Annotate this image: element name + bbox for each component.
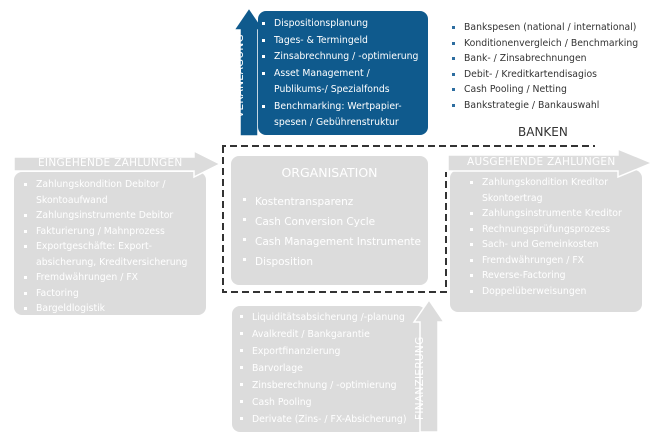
list-item: Dispositionsplanung bbox=[260, 16, 424, 33]
list-item: Derivate (Zins- / FX-Absicherung) bbox=[238, 411, 422, 428]
list-item: Doppelüberweisungen bbox=[468, 284, 638, 300]
ausgehende-box: Zahlungskondition Kreditor Skontoertrag … bbox=[450, 170, 642, 312]
list-item: Exportfinanzierung bbox=[238, 343, 422, 360]
finanzierung-list: Liquiditätsabsicherung /-planung Avalkre… bbox=[232, 306, 426, 428]
list-item: Reverse-Factoring bbox=[468, 268, 638, 284]
eingehende-label: EINGEHENDE ZAHLUNGEN bbox=[38, 157, 183, 169]
list-item: Zinsberechnung / -optimierung bbox=[238, 377, 422, 394]
list-item: Fremdwährungen / FX bbox=[468, 253, 638, 269]
right-arrow-eingehende bbox=[13, 150, 222, 179]
list-item: Fremdwährungen / FX bbox=[22, 270, 202, 286]
list-item: Barvorlage bbox=[238, 360, 422, 377]
list-item: Kostentransparenz bbox=[241, 192, 428, 212]
ausgehende-list: Zahlungskondition Kreditor Skontoertrag … bbox=[450, 170, 642, 299]
list-item: Benchmarking: Wertpapier-spesen / Gebühr… bbox=[260, 99, 424, 132]
list-item: Cash Pooling / Netting bbox=[450, 82, 655, 98]
list-item: Factoring bbox=[22, 286, 202, 302]
list-item: Disposition bbox=[241, 252, 428, 272]
ausgehende-label: AUSGEHENDE ZAHLUNGEN bbox=[467, 156, 616, 168]
organisation-label: ORGANISATION bbox=[281, 165, 378, 180]
list-item: Bargeldlogistik bbox=[22, 301, 202, 317]
list-item: Tages- & Termingeld bbox=[260, 33, 424, 50]
list-item: Zahlungsinstrumente Kreditor bbox=[468, 206, 638, 222]
list-item: Sach- und Gemeinkosten bbox=[468, 237, 638, 253]
eingehende-box: Zahlungskondition Debitor / Skontoaufwan… bbox=[14, 172, 206, 315]
list-item: Asset Management / Publikums-/ Spezialfo… bbox=[260, 66, 424, 99]
banken-list: Bankspesen (national / international) Ko… bbox=[450, 20, 655, 113]
list-item: Bank- / Zinsabrechnungen bbox=[450, 51, 655, 67]
list-item: Avalkredit / Bankgarantie bbox=[238, 326, 422, 343]
list-item: Bankstrategie / Bankauswahl bbox=[450, 98, 655, 114]
veranlagung-box: Dispositionsplanung Tages- & Termingeld … bbox=[258, 11, 428, 135]
list-item: Bankspesen (national / international) bbox=[450, 20, 655, 36]
banken-label: BANKEN bbox=[518, 125, 568, 139]
list-item: Fakturierung / Mahnprozess bbox=[22, 224, 202, 240]
organisation-list: Kostentransparenz Cash Conversion Cycle … bbox=[231, 180, 428, 272]
list-item: Cash Conversion Cycle bbox=[241, 212, 428, 232]
list-item: Debit- / Kreditkartendisagios bbox=[450, 67, 655, 83]
finanzierung-box: Liquiditätsabsicherung /-planung Avalkre… bbox=[232, 306, 426, 432]
list-item: Cash Management Instrumente bbox=[241, 232, 428, 252]
right-arrow-ausgehende bbox=[447, 148, 654, 179]
up-arrow-finanzierung bbox=[412, 298, 446, 433]
list-item: Liquiditätsabsicherung /-planung bbox=[238, 309, 422, 326]
finanzierung-label: FINANZIERUNG bbox=[414, 336, 426, 420]
organisation-box: ORGANISATION Kostentransparenz Cash Conv… bbox=[231, 156, 428, 285]
list-item: Zahlungsinstrumente Debitor bbox=[22, 208, 202, 224]
eingehende-list: Zahlungskondition Debitor / Skontoaufwan… bbox=[14, 172, 206, 317]
veranlagung-list: Dispositionsplanung Tages- & Termingeld … bbox=[258, 11, 428, 132]
list-item: Zahlungskondition Debitor / Skontoaufwan… bbox=[22, 177, 202, 208]
list-item: Zahlungskondition Kreditor Skontoertrag bbox=[468, 175, 638, 206]
list-item: Cash Pooling bbox=[238, 394, 422, 411]
list-item: Konditionenvergleich / Benchmarking bbox=[450, 36, 655, 52]
list-item: Zinsabrechnung / -optimierung bbox=[260, 49, 424, 66]
list-item: Rechnungsprüfungsprozess bbox=[468, 222, 638, 238]
list-item: Exportgeschäfte: Export-absicherung, Kre… bbox=[22, 239, 202, 270]
